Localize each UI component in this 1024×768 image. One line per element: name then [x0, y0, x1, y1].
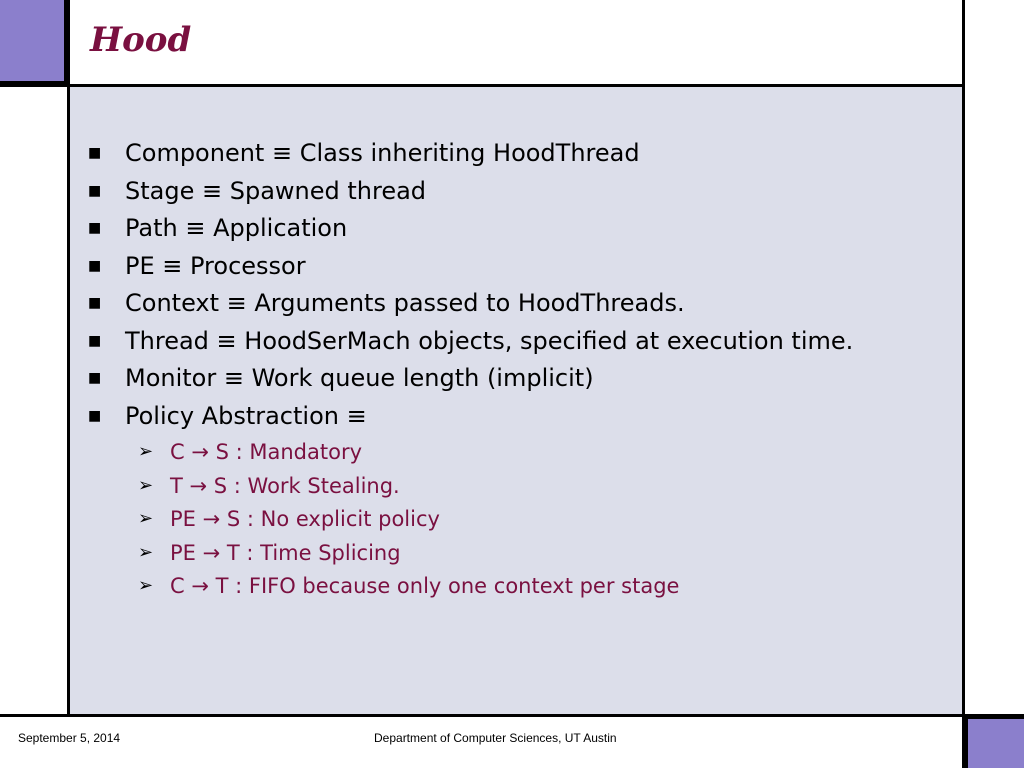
bullet-text: Component ≡ Class inheriting HoodThread: [125, 139, 640, 167]
bullet-text: Thread ≡ HoodSerMach objects, specified …: [125, 326, 854, 355]
decorative-square-bottom-right: [965, 716, 1024, 768]
sub-bullet-item: ➢ PE → T : Time Splicing: [88, 539, 888, 567]
arrow-bullet-icon: ➢: [138, 541, 154, 563]
sub-bullet-item: ➢ T → S : Work Stealing.: [88, 472, 888, 500]
frame-line-bottom: [0, 714, 1024, 717]
bullet-item: ■ Stage ≡ Spawned thread: [88, 176, 888, 207]
decorative-square-top-left: [0, 0, 67, 84]
sub-bullet-text: PE → T : Time Splicing: [170, 540, 401, 565]
sub-bullet-text: T → S : Work Stealing.: [170, 473, 400, 498]
bullet-text: Stage ≡ Spawned thread: [125, 176, 427, 205]
bullet-item: ■ Path ≡ Application: [88, 213, 888, 244]
square-bullet-icon: ■: [88, 257, 102, 274]
square-bullet-icon: ■: [88, 220, 102, 236]
arrow-bullet-icon: ➢: [138, 441, 154, 462]
arrow-bullet-icon: ➢: [138, 575, 154, 596]
square-bullet-icon: ■: [88, 182, 102, 199]
sub-bullet-text: PE → S : No explicit policy: [170, 507, 440, 531]
sub-bullet-item: ➢ PE → S : No explicit policy: [88, 505, 888, 533]
sub-bullet-text: C → S : Mandatory: [170, 440, 363, 464]
bullet-text: PE ≡ Processor: [125, 251, 306, 280]
square-bullet-icon: ■: [88, 145, 102, 161]
bullet-item: ■ Thread ≡ HoodSerMach objects, specifie…: [88, 326, 888, 357]
frame-line-right: [962, 0, 965, 768]
frame-line-top: [0, 84, 965, 87]
sub-bullet-item: ➢ C → T : FIFO because only one context …: [88, 572, 888, 600]
footer-date: September 5, 2014: [18, 731, 121, 745]
footer-department: Department of Computer Sciences, UT Aust…: [374, 731, 617, 745]
bullet-item: ■ Context ≡ Arguments passed to HoodThre…: [88, 288, 888, 319]
square-bullet-icon: ■: [88, 295, 102, 311]
bullet-list: ■ Component ≡ Class inheriting HoodThrea…: [88, 138, 888, 606]
bullet-item: ■ Component ≡ Class inheriting HoodThrea…: [88, 138, 888, 169]
sub-bullet-item: ➢ C → S : Mandatory: [88, 438, 888, 466]
sub-bullet-text: C → T : FIFO because only one context pe…: [170, 574, 680, 598]
bullet-item: ■ Policy Abstraction ≡: [88, 401, 888, 432]
bullet-text: Context ≡ Arguments passed to HoodThread…: [125, 289, 685, 317]
square-bullet-icon: ■: [88, 407, 102, 424]
arrow-bullet-icon: ➢: [138, 474, 154, 496]
frame-line-left: [67, 0, 70, 716]
slide-title: Hood: [90, 20, 192, 60]
bullet-text: Path ≡ Application: [125, 214, 348, 242]
content-area: [70, 87, 962, 714]
bullet-text: Monitor ≡ Work queue length (implicit): [125, 364, 594, 392]
square-bullet-icon: ■: [88, 370, 102, 386]
arrow-bullet-icon: ➢: [138, 508, 154, 529]
bullet-item: ■ Monitor ≡ Work queue length (implicit): [88, 363, 888, 394]
bullet-item: ■ PE ≡ Processor: [88, 251, 888, 282]
square-bullet-icon: ■: [88, 332, 102, 349]
bullet-text: Policy Abstraction ≡: [125, 401, 367, 430]
